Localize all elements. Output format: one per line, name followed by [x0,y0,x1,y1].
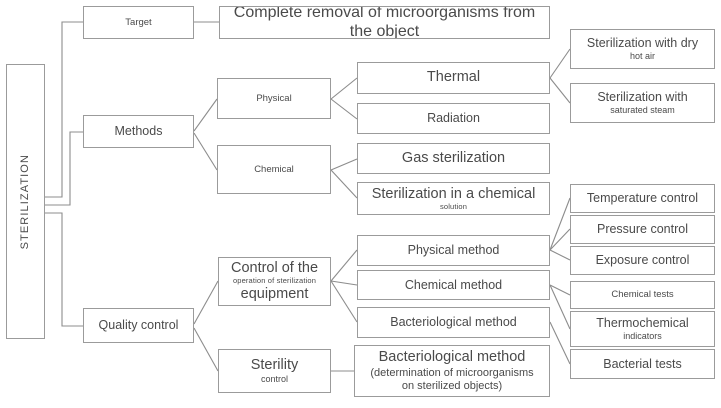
node-exposure-control-label: Exposure control [595,253,690,268]
node-radiation[interactable]: Radiation [357,103,550,134]
node-complete-removal[interactable]: Complete removal of microorganisms from … [219,6,550,39]
node-chemical-method[interactable]: Chemical method [357,270,550,300]
edge-sterilization-to-quality [45,212,83,327]
node-chemical-method-label: Chemical method [404,277,503,292]
node-bacterial-tests[interactable]: Bacterial tests [570,349,715,379]
node-sterilization-label: STERILIZATION [19,153,32,250]
edge-control-to-bacteriological-method [330,280,358,323]
node-bact-determination-line1: Bacteriological method [378,349,526,366]
node-methods-label: Methods [114,124,163,139]
edge-chemical-to-gas [330,158,358,171]
edge-physical-method-to-exposure [549,249,571,261]
node-sterilization[interactable]: STERILIZATION [6,64,45,339]
edge-methods-to-physical [193,98,218,132]
node-physical-method[interactable]: Physical method [357,235,550,266]
edge-chemical-method-to-thermochemical [549,284,571,330]
node-chemical-solution-line2: solution [439,201,468,211]
node-gas-sterilization-label: Gas sterilization [401,149,506,166]
node-saturated-steam-line1: Sterilization with [597,90,688,105]
node-sterility-line2: control [260,374,288,385]
edge-control-to-physical-method [330,249,358,282]
node-bacteriological-method[interactable]: Bacteriological method [357,307,550,338]
edge-quality-to-sterility [193,327,219,372]
node-sterility-control[interactable]: Sterility control [218,349,331,393]
node-bact-determination-line2: (determination of microorganisms [370,366,534,379]
node-bacterial-tests-label: Bacterial tests [603,356,682,371]
edge-quality-to-control-operation [193,280,219,325]
node-bacteriological-method-determination[interactable]: Bacteriological method (determination of… [354,345,550,397]
node-sterilization-in-chemical-solution[interactable]: Sterilization in a chemical solution [357,182,550,215]
node-chemical[interactable]: Chemical [217,145,331,194]
node-target-label: Target [125,16,152,28]
node-exposure-control[interactable]: Exposure control [570,246,715,275]
node-temperature-control-label: Temperature control [586,191,699,206]
node-dry-hot-air-line2: hot air [629,51,655,62]
node-thermochemical-line2: indicators [623,331,662,342]
node-control-of-operation-line2: operation of sterilization [232,276,317,286]
node-temperature-control[interactable]: Temperature control [570,184,715,213]
node-physical-label: Physical [256,92,292,104]
node-complete-removal-label: Complete removal of microorganisms from … [233,6,536,39]
node-thermal-label: Thermal [426,69,481,86]
node-sterility-line1: Sterility [250,357,299,374]
node-radiation-label: Radiation [427,111,480,126]
node-pressure-control-label: Pressure control [596,222,688,237]
node-physical[interactable]: Physical [217,78,331,119]
edge-thermal-to-saturated-steam [549,77,571,104]
edge-physical-to-radiation [330,98,358,120]
edge-methods-to-chemical [193,132,218,171]
edge-sterilization-to-target [45,21,83,198]
edge-chemical-to-chemical-solution [330,169,358,199]
node-saturated-steam-line2: saturated steam [610,105,675,116]
node-control-of-operation-line3: equipment [240,285,309,302]
edge-sterilization-to-methods [45,131,83,206]
node-quality-control[interactable]: Quality control [83,308,194,343]
edge-physical-to-thermal [330,77,358,100]
node-chemical-solution-line1: Sterilization in a chemical [371,185,536,202]
node-chemical-tests-label: Chemical tests [611,289,674,301]
edge-bacteriological-method-to-bacterial-tests [549,321,571,365]
edge-thermal-to-dry-hot-air [549,48,571,79]
node-dry-hot-air-line1: Sterilization with dry [586,36,699,51]
node-sterilization-with-saturated-steam[interactable]: Sterilization with saturated steam [570,83,715,123]
node-gas-sterilization[interactable]: Gas sterilization [357,143,550,174]
node-thermochemical-line1: Thermochemical [596,316,689,331]
node-methods[interactable]: Methods [83,115,194,148]
node-pressure-control[interactable]: Pressure control [570,215,715,244]
edge-control-to-chemical-method [330,280,358,286]
node-physical-method-label: Physical method [407,243,500,258]
node-sterilization-with-dry-hot-air[interactable]: Sterilization with dry hot air [570,29,715,69]
edge-physical-method-to-pressure [549,228,571,251]
edge-chemical-method-to-chemical-tests [549,284,571,296]
node-bacteriological-method-label: Bacteriological method [390,315,517,330]
node-thermochemical-indicators[interactable]: Thermochemical indicators [570,311,715,347]
node-chemical-tests[interactable]: Chemical tests [570,281,715,309]
node-control-of-operation-line1: Control of the [230,259,319,276]
node-thermal[interactable]: Thermal [357,62,550,94]
node-control-of-operation[interactable]: Control of the operation of sterilizatio… [218,257,331,306]
edge-physical-method-to-temperature [549,197,571,251]
node-target[interactable]: Target [83,6,194,39]
node-bact-determination-line3: on sterilized objects) [401,379,503,392]
node-chemical-label: Chemical [254,163,294,175]
node-quality-control-label: Quality control [98,318,179,333]
